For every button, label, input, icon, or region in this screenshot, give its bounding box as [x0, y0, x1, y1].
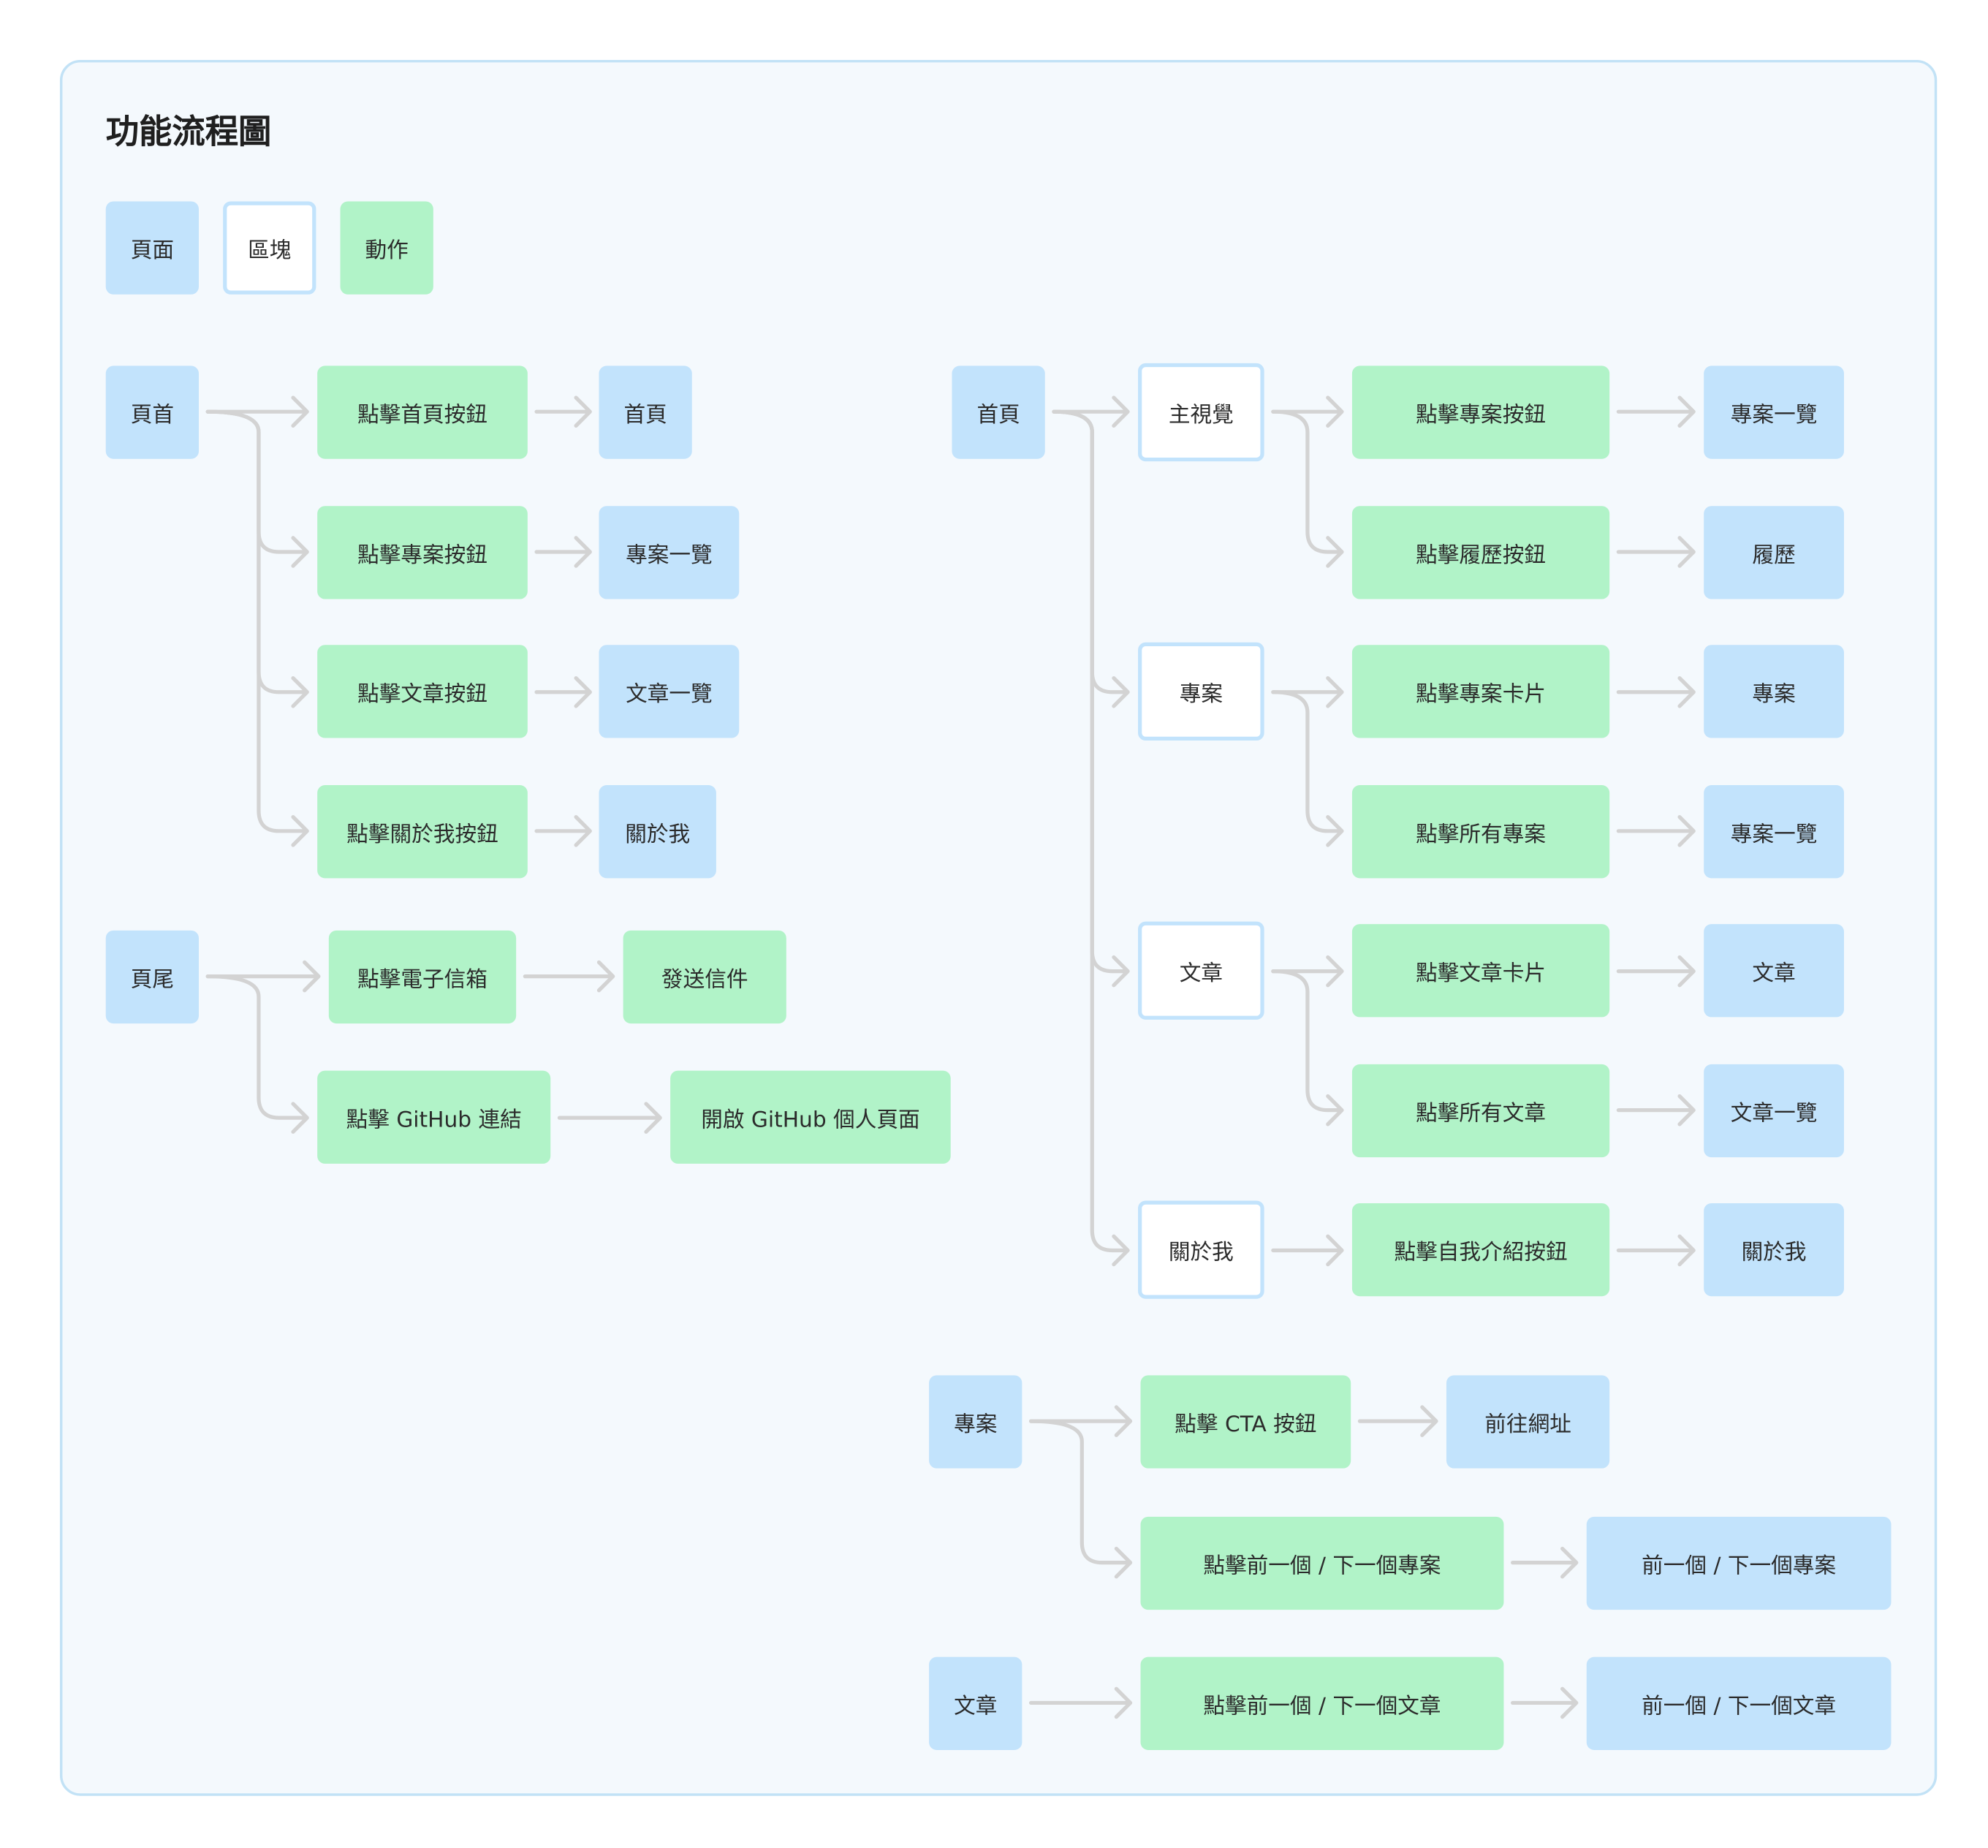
connector-27	[1616, 815, 1696, 847]
connector-25	[1616, 536, 1696, 568]
connector-10	[205, 974, 309, 1134]
connector-12	[557, 1102, 662, 1134]
node-header-action-1: 點擊首頁按鈕	[317, 366, 528, 459]
connector-20	[1271, 690, 1344, 847]
connector-18	[1271, 409, 1344, 568]
node-header-target-4: 關於我	[599, 785, 716, 879]
connector-8	[534, 815, 592, 847]
node-projects-action-2: 點擊所有專案	[1351, 785, 1610, 879]
connector-4	[205, 409, 309, 847]
node-project: 專案	[929, 1375, 1023, 1469]
connector-26	[1616, 675, 1696, 708]
node-footer-target-2: 開啟 GitHub 個人頁面	[670, 1070, 951, 1164]
node-header: 頁首	[105, 366, 199, 459]
connector-5	[534, 395, 592, 428]
node-project-target-1: 前往網址	[1446, 1375, 1610, 1469]
node-home: 首頁	[952, 366, 1045, 459]
node-footer: 頁尾	[105, 930, 199, 1024]
node-footer-action-1: 點擊電子信箱	[328, 930, 517, 1024]
node-hero-target-1: 專案一覽	[1704, 366, 1844, 459]
node-home-block-articles: 文章	[1138, 921, 1264, 1020]
node-header-target-1: 首頁	[599, 366, 692, 459]
flowchart-panel	[59, 59, 1938, 1796]
node-articles-action-1: 點擊文章卡片	[1351, 924, 1610, 1018]
node-project-target-2: 前一個 / 下一個專案	[1586, 1516, 1892, 1610]
connector-24	[1616, 395, 1696, 428]
legend-block: 區塊	[223, 201, 316, 295]
connector-32	[1028, 1419, 1133, 1579]
node-about-action-1: 點擊自我介紹按鈕	[1351, 1203, 1610, 1297]
node-about-target-1: 關於我	[1704, 1203, 1844, 1297]
connector-16	[1052, 409, 1130, 1267]
node-project-action-1: 點擊 CTA 按鈕	[1140, 1375, 1351, 1469]
connector-34	[1511, 1546, 1579, 1579]
connector-30	[1616, 1234, 1696, 1267]
node-projects-target-2: 專案一覽	[1704, 785, 1844, 879]
page-title: 功能流程圖	[105, 113, 272, 152]
node-article-action-1: 點擊前一個 / 下一個文章	[1140, 1656, 1504, 1750]
node-header-target-2: 專案一覽	[599, 506, 740, 599]
node-hero-action-1: 點擊專案按鈕	[1351, 366, 1610, 459]
node-project-action-2: 點擊前一個 / 下一個專案	[1140, 1516, 1504, 1610]
node-articles-target-2: 文章一覽	[1704, 1064, 1844, 1158]
connector-35	[1028, 1686, 1133, 1719]
node-projects-action-1: 點擊專案卡片	[1351, 645, 1610, 738]
node-articles-action-2: 點擊所有文章	[1351, 1064, 1610, 1158]
connector-23	[1271, 1234, 1344, 1267]
node-home-block-projects: 專案	[1138, 642, 1264, 741]
node-articles-target-1: 文章	[1704, 924, 1844, 1018]
connector-11	[523, 960, 615, 993]
connector-33	[1357, 1405, 1438, 1437]
node-projects-target-1: 專案	[1704, 645, 1844, 738]
connector-6	[534, 536, 592, 568]
node-hero-action-2: 點擊履歷按鈕	[1351, 506, 1610, 599]
legend-action: 動作	[340, 201, 433, 295]
connector-36	[1511, 1686, 1579, 1719]
node-article-target-1: 前一個 / 下一個文章	[1586, 1656, 1892, 1750]
node-hero-target-2: 履歷	[1704, 506, 1844, 599]
node-home-block-hero: 主視覺	[1138, 363, 1264, 462]
node-footer-action-2: 點擊 GitHub 連結	[317, 1070, 551, 1164]
legend-page: 頁面	[105, 201, 199, 295]
node-header-target-3: 文章一覽	[599, 645, 740, 738]
connector-7	[534, 675, 592, 708]
node-footer-target-1: 發送信件	[623, 930, 786, 1024]
connector-22	[1271, 969, 1344, 1126]
node-header-action-4: 點擊關於我按鈕	[317, 785, 528, 879]
node-header-action-3: 點擊文章按鈕	[317, 645, 528, 738]
connector-28	[1616, 955, 1696, 988]
node-home-block-about: 關於我	[1138, 1200, 1264, 1299]
node-header-action-2: 點擊專案按鈕	[317, 506, 528, 599]
node-article: 文章	[929, 1656, 1023, 1750]
connector-29	[1616, 1094, 1696, 1126]
